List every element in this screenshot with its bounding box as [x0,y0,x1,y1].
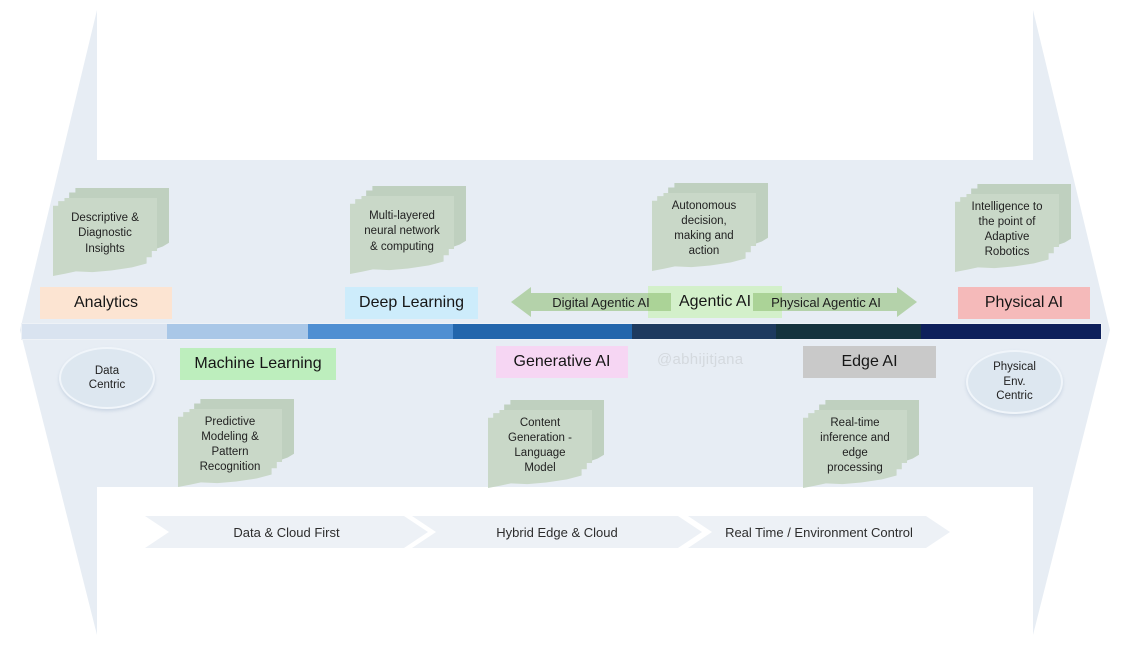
timeline-segment-analytics [22,324,167,339]
timeline-segment-deep-learning [308,324,453,339]
digital-agentic-arrow-label: Digital Agentic AI [552,294,650,310]
stage-label-deep-learning: Deep Learning [345,287,478,319]
sticky-note-text: Predictive Modeling & Pattern Recognitio… [178,409,282,487]
sticky-note-text: Real-time inference and edge processing [803,410,907,488]
timeline-bar [21,323,1102,340]
watermark: @abhijitjana [657,351,744,368]
timeline-segment-machine-learning [167,324,308,339]
sticky-note-machine-learning: Predictive Modeling & Pattern Recognitio… [178,399,294,489]
sticky-note-edge-ai: Real-time inference and edge processing [803,400,919,490]
physical-agentic-arrow-label: Physical Agentic AI [771,294,881,310]
endpoint-physical-env-centric: Physical Env. Centric [966,350,1063,414]
sticky-note-text: Content Generation - Language Model [488,410,592,488]
bottom-mask [97,487,1033,645]
sticky-note-text: Descriptive & Diagnostic Insights [53,198,157,276]
stage-label-analytics: Analytics [40,287,172,319]
era-chevron-data-cloud-first: Data & Cloud First [145,516,428,548]
stage-label-generative-ai: Generative AI [496,346,628,378]
sticky-note-text: Multi-layered neural network & computing [350,196,454,274]
endpoint-data-centric: Data Centric [59,347,155,409]
timeline-segment-edge-ai [776,324,921,339]
sticky-note-generative-ai: Content Generation - Language Model [488,400,604,490]
sticky-note-text: Autonomous decision, making and action [652,193,756,271]
sticky-note-analytics: Descriptive & Diagnostic Insights [53,188,169,278]
timeline-segment-physical-ai [921,324,1101,339]
sticky-note-text: Intelligence to the point of Adaptive Ro… [955,194,1059,272]
era-chevron-hybrid-edge-cloud: Hybrid Edge & Cloud [412,516,702,548]
era-chevron-real-time-environment-control: Real Time / Environment Control [688,516,950,548]
sticky-note-deep-learning: Multi-layered neural network & computing [350,186,466,276]
sticky-note-agentic-ai: Autonomous decision, making and action [652,183,768,273]
stage-label-edge-ai: Edge AI [803,346,936,378]
timeline-segment-generative-ai [453,324,632,339]
stage-label-machine-learning: Machine Learning [180,348,336,380]
stage-label-physical-ai: Physical AI [958,287,1090,319]
sticky-note-physical-ai: Intelligence to the point of Adaptive Ro… [955,184,1071,274]
top-mask [97,0,1033,160]
timeline-segment-agentic-ai [632,324,776,339]
